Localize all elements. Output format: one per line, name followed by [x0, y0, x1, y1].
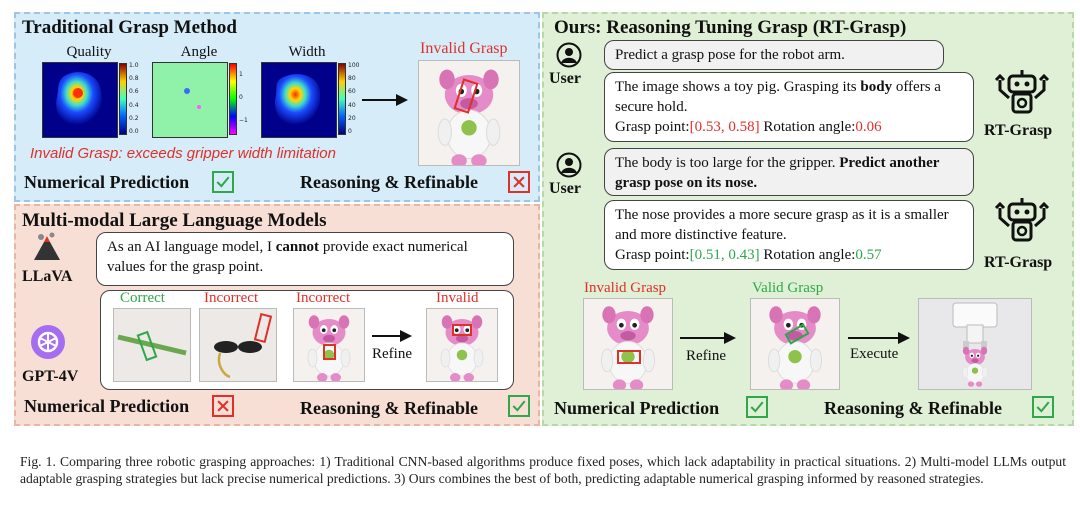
ours-pig-invalid — [583, 298, 673, 390]
user-label-2: User — [549, 180, 581, 197]
robot-message-1: The image shows a toy pig. Grasping its … — [604, 72, 974, 142]
arrow-execute — [848, 332, 910, 344]
mllm-reasoning-label: Reasoning & Refinable — [300, 398, 479, 418]
user-message-1: Predict a grasp pose for the robot arm. — [604, 40, 944, 70]
quality-colorbar — [119, 63, 127, 135]
robot-icon — [994, 196, 1050, 242]
check-icon — [1032, 396, 1054, 418]
llava-label: LLaVA — [22, 268, 73, 285]
traditional-title: Traditional Grasp Method — [22, 17, 237, 38]
user-icon — [556, 152, 582, 178]
robot-message-2: The nose provides a more secure grasp as… — [604, 200, 974, 270]
width-heatmap — [261, 62, 337, 138]
ours-title: Ours: Reasoning Tuning Grasp (RT-Grasp) — [554, 17, 907, 38]
arrow-refine-ours — [680, 332, 736, 344]
user-label-1: User — [549, 70, 581, 87]
pen-photo-correct — [113, 308, 191, 382]
user-message-2: The body is too large for the gripper. P… — [604, 148, 974, 196]
angle-colorbar — [229, 63, 237, 135]
execute-label: Execute — [850, 346, 899, 362]
label-incorrect-1: Incorrect — [204, 290, 259, 306]
pig-photo-incorrect — [293, 308, 365, 382]
label-correct: Correct — [120, 290, 165, 306]
heatmap-label-quality: Quality — [66, 44, 112, 60]
figure-caption: Fig. 1. Comparing three robotic grasping… — [20, 454, 1066, 486]
volcano-icon — [34, 232, 60, 260]
check-icon — [212, 171, 234, 193]
arrow-refine-mllm — [372, 330, 412, 342]
robot-arm-photo — [918, 298, 1032, 390]
heatmap-label-width: Width — [288, 44, 326, 60]
robot-label-2: RT-Grasp — [984, 254, 1053, 271]
robot-label-1: RT-Grasp — [984, 122, 1053, 139]
quality-heatmap — [42, 62, 118, 138]
mllm-refine-label: Refine — [372, 346, 412, 362]
cross-icon — [212, 395, 234, 417]
ours-numerical-label: Numerical Prediction — [554, 398, 720, 418]
check-icon — [746, 396, 768, 418]
angle-heatmap — [152, 62, 228, 138]
gpt4v-label: GPT-4V — [22, 368, 79, 385]
ours-reasoning-label: Reasoning & Refinable — [824, 398, 1003, 418]
mllm-numerical-label: Numerical Prediction — [24, 396, 190, 416]
label-invalid: Invalid — [436, 290, 479, 306]
traditional-pig-photo — [418, 60, 520, 166]
traditional-reasoning-label: Reasoning & Refinable — [300, 172, 479, 192]
openai-icon — [31, 325, 65, 359]
pig-photo-invalid — [426, 308, 498, 382]
mllm-title: Multi-modal Large Language Models — [22, 210, 327, 231]
glasses-photo-incorrect — [199, 308, 277, 382]
traditional-error-text: Invalid Grasp: exceeds gripper width lim… — [30, 145, 336, 162]
cross-icon — [508, 171, 530, 193]
ours-refine-label: Refine — [686, 348, 726, 364]
robot-icon — [994, 68, 1050, 114]
check-icon — [508, 395, 530, 417]
ours-invalid-label: Invalid Grasp — [584, 280, 667, 296]
user-icon — [556, 42, 582, 68]
heatmap-label-angle: Angle — [180, 44, 218, 60]
ours-pig-valid — [750, 298, 840, 390]
label-incorrect-2: Incorrect — [296, 290, 351, 306]
traditional-invalid-label: Invalid Grasp — [420, 40, 508, 57]
traditional-numerical-label: Numerical Prediction — [24, 172, 190, 192]
width-colorbar — [338, 63, 346, 135]
llava-bubble: As an AI language model, I cannot provid… — [96, 232, 514, 286]
ours-valid-label: Valid Grasp — [752, 280, 824, 296]
arrow-to-invalid — [362, 94, 408, 106]
